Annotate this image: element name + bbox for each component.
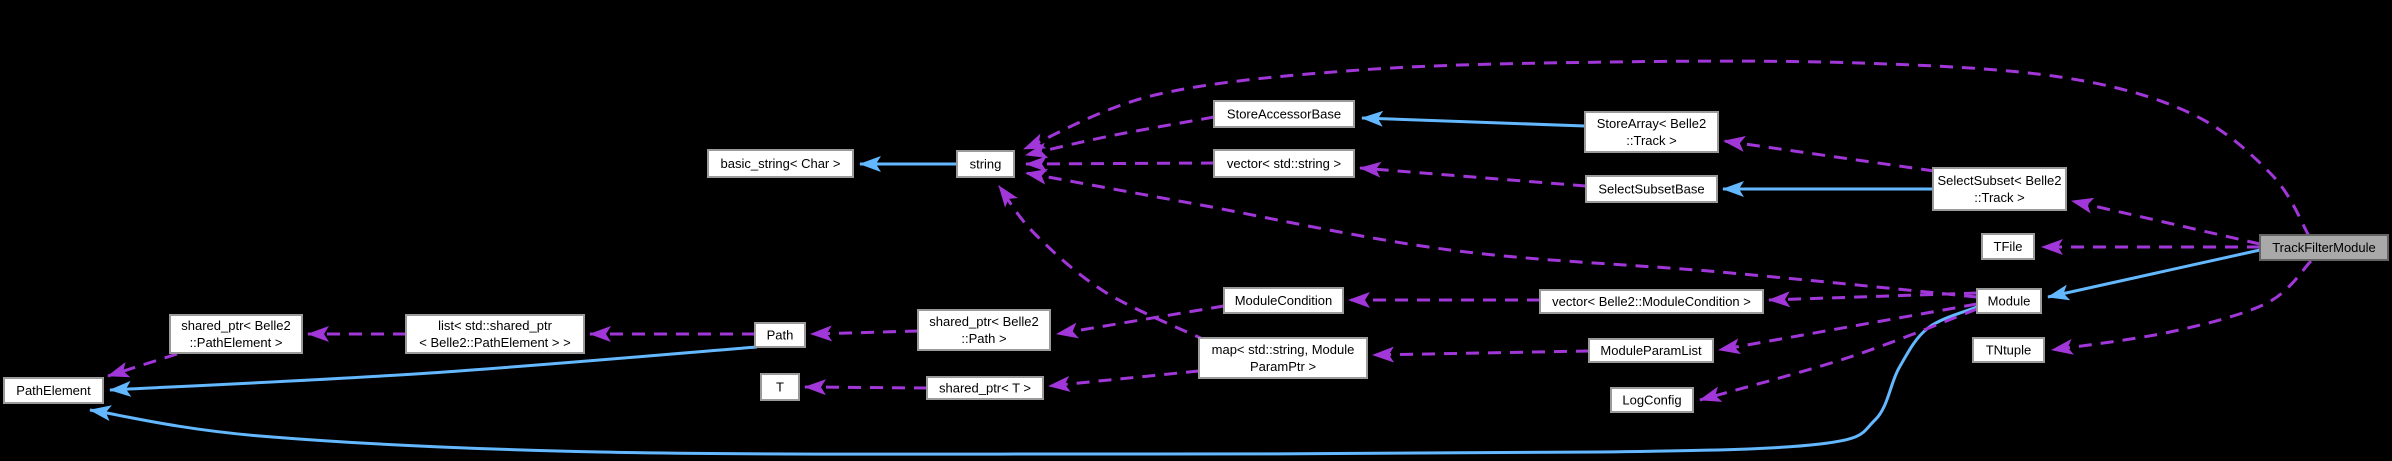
node-label-shared_ptr_path: shared_ptr< Belle2::Path >: [929, 314, 1039, 346]
node-tfile[interactable]: TFile: [1981, 233, 2035, 260]
node-list_shared_ptr[interactable]: list< std::shared_ptr< Belle2::PathEleme…: [405, 314, 585, 354]
node-box-map_param[interactable]: [1198, 337, 1368, 379]
node-label-track_filter_module: TrackFilterModule: [2272, 240, 2376, 255]
node-label-store_array: StoreArray< Belle2::Track >: [1597, 116, 1706, 148]
edge-module-to-path_element: [89, 305, 1978, 456]
node-label-select_subset: SelectSubset< Belle2::Track >: [1938, 173, 2062, 205]
node-label-t_param: T: [776, 380, 784, 395]
node-shared_ptr_path_element[interactable]: shared_ptr< Belle2::PathElement >: [169, 314, 303, 354]
node-select_subset_base[interactable]: SelectSubsetBase: [1585, 175, 1718, 203]
edge-module_condition-to-shared_ptr_path: [1056, 304, 1225, 339]
node-box-tfile[interactable]: [1981, 233, 2035, 260]
node-select_subset[interactable]: SelectSubset< Belle2::Track >: [1932, 167, 2067, 211]
node-shared_ptr_path[interactable]: shared_ptr< Belle2::Path >: [917, 309, 1051, 351]
node-label-path_element: PathElement: [16, 383, 91, 398]
node-module_param_list[interactable]: ModuleParamList: [1588, 338, 1714, 363]
node-box-shared_ptr_path[interactable]: [917, 309, 1051, 351]
edge-module-to-string: [1025, 168, 1978, 299]
node-box-tntuple[interactable]: [1972, 337, 2045, 363]
edge-store_accessor_base-to-string: [1025, 115, 1215, 159]
node-box-string[interactable]: [956, 150, 1015, 178]
edge-select_subset_base-to-vector_string: [1359, 161, 1587, 188]
edge-module_param_list-to-map_param: [1372, 346, 1590, 363]
node-shared_ptr_t[interactable]: shared_ptr< T >: [926, 376, 1044, 400]
node-module_condition[interactable]: ModuleCondition: [1223, 287, 1344, 314]
node-tntuple[interactable]: TNtuple: [1972, 337, 2045, 363]
node-module[interactable]: Module: [1976, 288, 2042, 314]
node-vector_string[interactable]: vector< std::string >: [1213, 149, 1355, 178]
edge-track_filter_module-to-select_subset: [2071, 197, 2261, 246]
node-label-vector_string: vector< std::string >: [1227, 156, 1341, 171]
nodes-layer: basic_string< Char > string StoreAccessorB…: [3, 100, 2389, 413]
node-box-shared_ptr_t[interactable]: [926, 376, 1044, 400]
node-box-store_array[interactable]: [1584, 111, 1719, 153]
edge-track_filter_module-to-module: [2047, 248, 2261, 301]
node-t_param[interactable]: T: [760, 373, 800, 401]
edge-track_filter_module-to-string: [1023, 59, 2311, 237]
node-label-log_config: LogConfig: [1622, 393, 1681, 408]
node-label-path: Path: [767, 328, 794, 343]
node-box-list_shared_ptr[interactable]: [405, 314, 585, 354]
node-box-select_subset[interactable]: [1932, 167, 2067, 211]
node-vector_module_condition[interactable]: vector< Belle2::ModuleCondition >: [1539, 289, 1764, 314]
node-box-t_param[interactable]: [760, 373, 800, 401]
node-basic_string[interactable]: basic_string< Char >: [707, 149, 854, 178]
node-store_array[interactable]: StoreArray< Belle2::Track >: [1584, 111, 1719, 153]
node-label-module: Module: [1988, 294, 2031, 309]
node-path_element[interactable]: PathElement: [3, 377, 104, 404]
node-label-shared_ptr_t: shared_ptr< T >: [939, 381, 1031, 396]
node-path[interactable]: Path: [754, 322, 806, 348]
node-box-module[interactable]: [1976, 288, 2042, 314]
node-log_config[interactable]: LogConfig: [1610, 387, 1694, 413]
node-label-module_param_list: ModuleParamList: [1600, 343, 1702, 358]
node-label-tntuple: TNtuple: [1986, 343, 2032, 358]
node-track_filter_module[interactable]: TrackFilterModule: [2259, 234, 2389, 261]
node-label-basic_string: basic_string< Char >: [721, 156, 841, 171]
node-label-shared_ptr_path_element: shared_ptr< Belle2::PathElement >: [181, 318, 291, 350]
edges-layer: [89, 59, 2313, 456]
node-label-list_shared_ptr: list< std::shared_ptr< Belle2::PathEleme…: [419, 318, 570, 350]
edge-shared_ptr_path-to-path: [810, 325, 919, 342]
edge-track_filter_module-to-tntuple: [2051, 259, 2313, 355]
edge-store_array-to-store_accessor_base: [1361, 110, 1586, 128]
node-store_accessor_base[interactable]: StoreAccessorBase: [1213, 100, 1355, 128]
node-label-string: string: [970, 157, 1002, 172]
node-label-vector_module_condition: vector< Belle2::ModuleCondition >: [1552, 294, 1751, 309]
edge-path-to-path_element: [109, 345, 758, 397]
node-box-vector_module_condition[interactable]: [1539, 289, 1764, 314]
edge-map_param-to-shared_ptr_t: [1048, 369, 1200, 392]
node-label-select_subset_base: SelectSubsetBase: [1598, 182, 1704, 197]
node-box-log_config[interactable]: [1610, 387, 1694, 413]
node-label-tfile: TFile: [1994, 239, 2023, 254]
node-box-path[interactable]: [754, 322, 806, 348]
node-label-store_accessor_base: StoreAccessorBase: [1227, 107, 1341, 122]
edge-vector_string-to-string: [1025, 155, 1215, 172]
edge-module-to-log_config: [1699, 307, 1978, 402]
node-box-vector_string[interactable]: [1213, 149, 1355, 178]
edge-select_subset-to-store_array: [1723, 136, 1935, 173]
edge-shared_ptr_t-to-t_param: [804, 379, 928, 396]
node-box-module_condition[interactable]: [1223, 287, 1344, 314]
node-box-select_subset_base[interactable]: [1585, 175, 1718, 203]
node-box-shared_ptr_path_element[interactable]: [169, 314, 303, 354]
node-box-path_element[interactable]: [3, 377, 104, 404]
edge-shared_ptr_path_element-to-path_element: [107, 352, 178, 378]
node-box-store_accessor_base[interactable]: [1213, 100, 1355, 128]
node-label-module_condition: ModuleCondition: [1235, 293, 1333, 308]
node-box-module_param_list[interactable]: [1588, 338, 1714, 363]
node-string[interactable]: string: [956, 150, 1015, 178]
node-box-track_filter_module[interactable]: [2259, 234, 2389, 261]
edge-module-to-vector_module_condition: [1768, 291, 1978, 308]
node-box-basic_string[interactable]: [707, 149, 854, 178]
